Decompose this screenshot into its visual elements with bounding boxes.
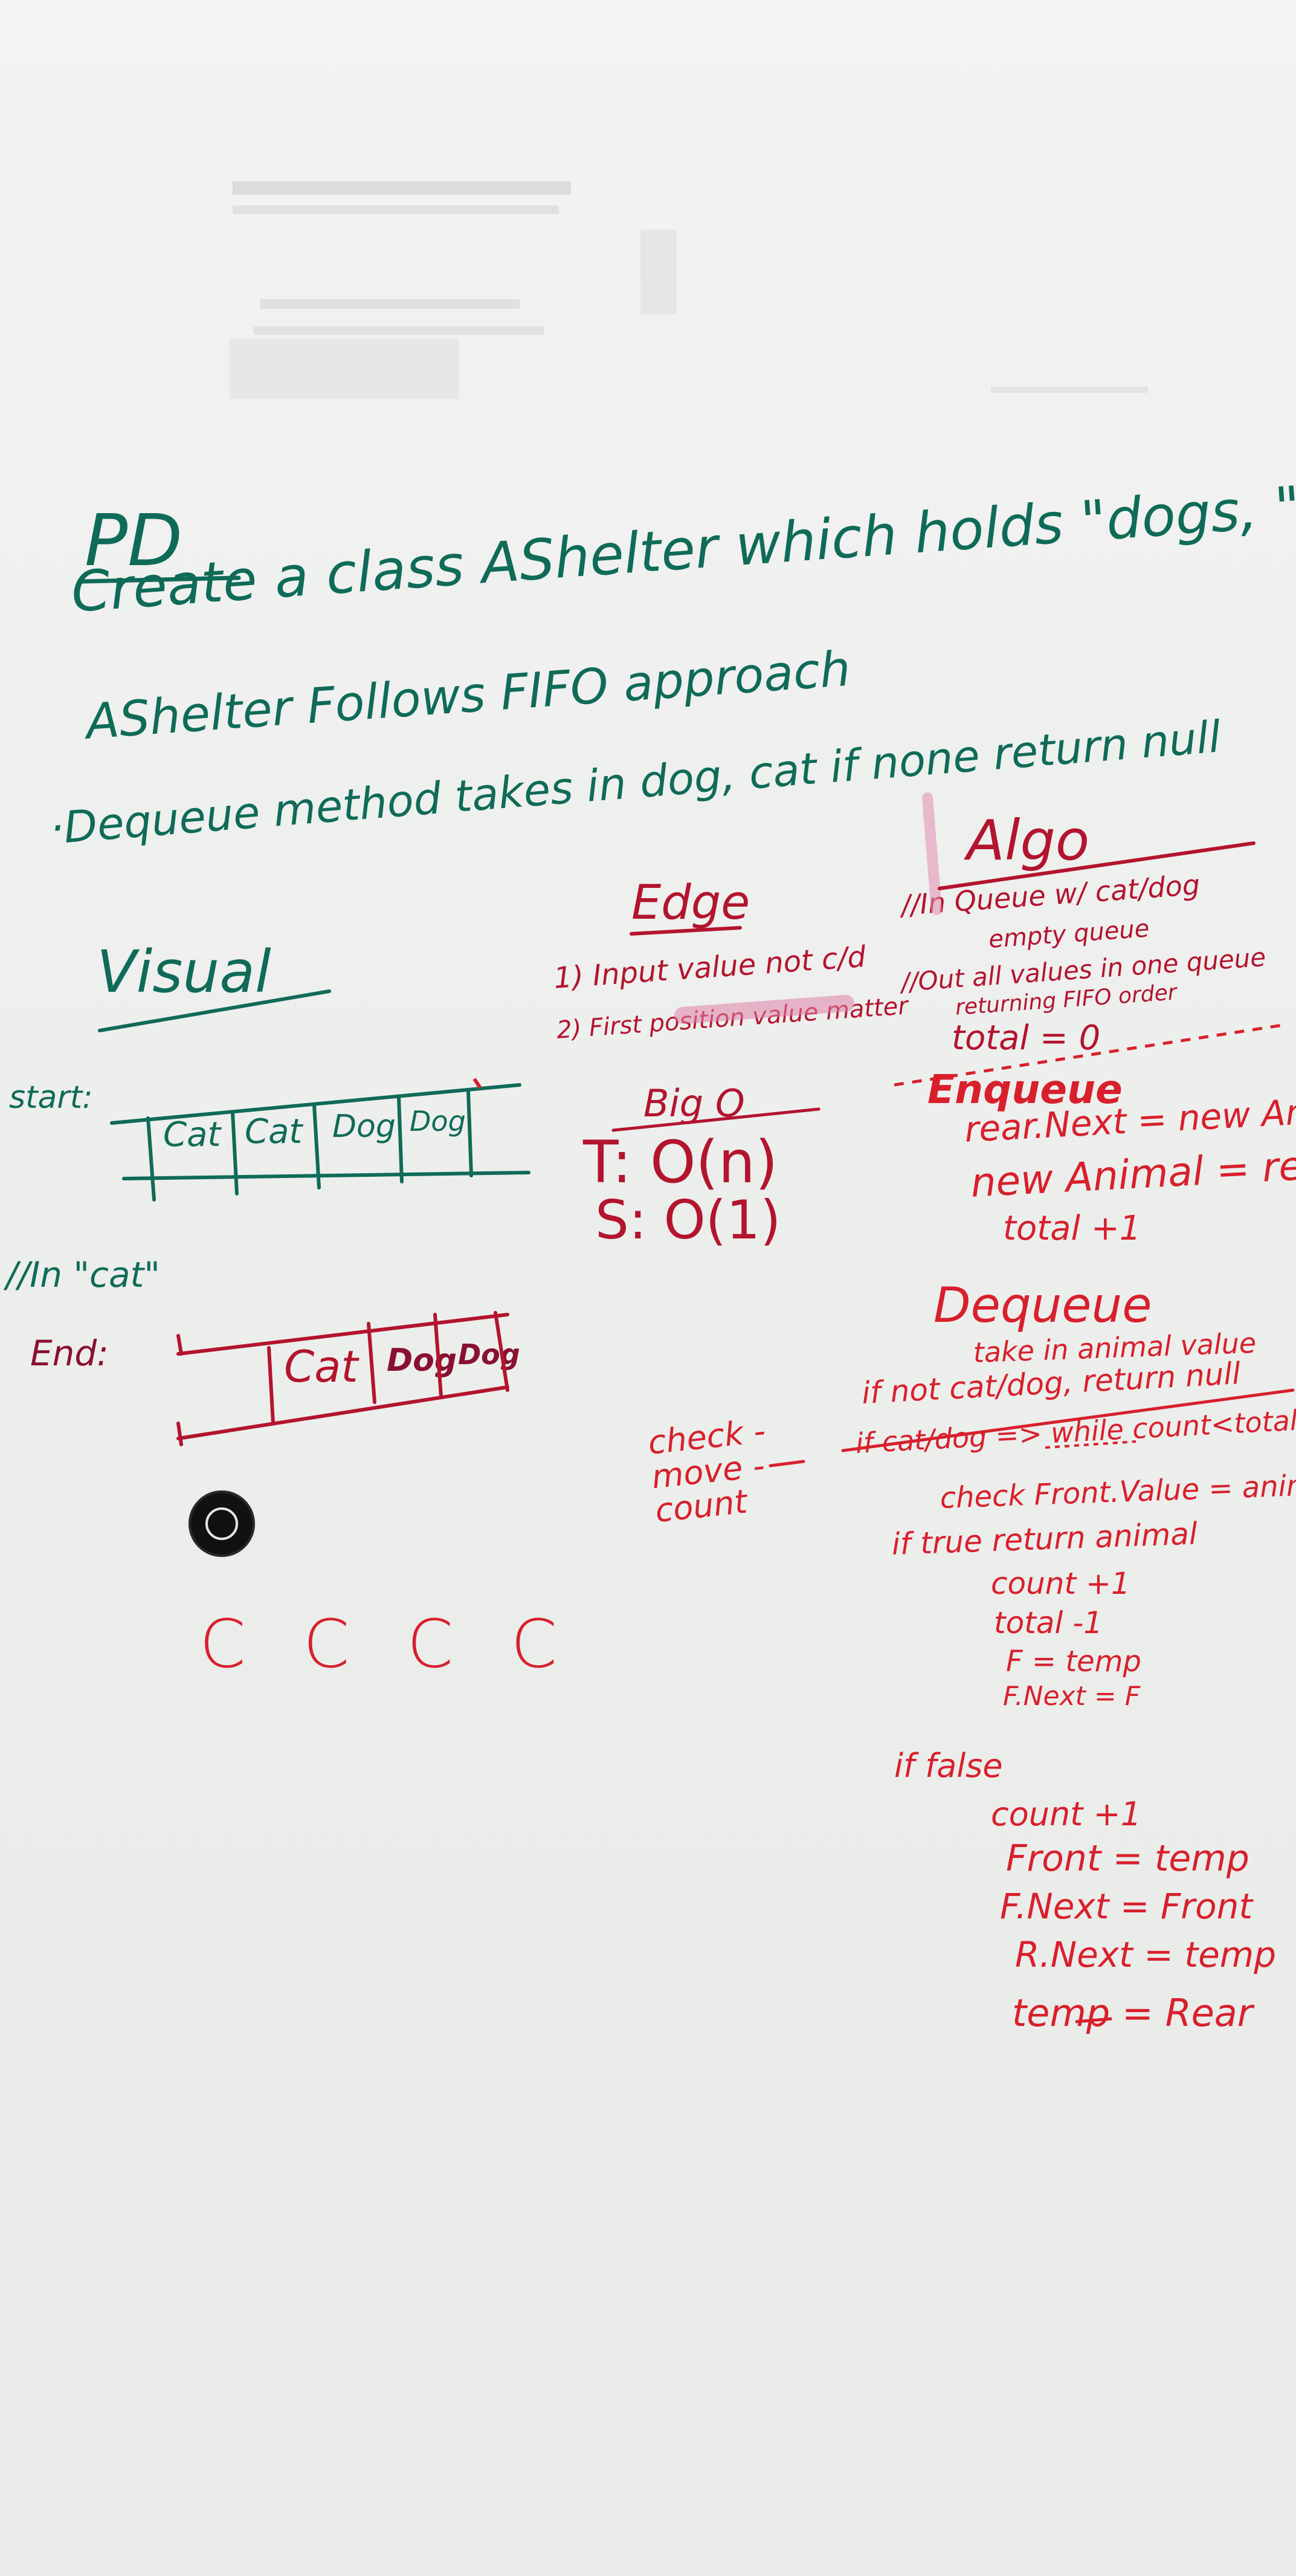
edge-heading: Edge (631, 876, 750, 930)
edge-underline (630, 926, 742, 936)
start-cell-1: Cat (163, 1115, 221, 1154)
dequeue-line-13: F.Next = Front (1000, 1886, 1253, 1927)
ghost-smudge (233, 205, 559, 214)
bigo-underline (611, 1107, 820, 1132)
dequeue-underline (841, 1388, 1295, 1452)
dequeue-line-6: count +1 (991, 1566, 1130, 1601)
dequeue-line-12: Front = temp (1006, 1837, 1249, 1880)
start-cell-2: Cat (245, 1112, 303, 1151)
end-label: End: (30, 1333, 109, 1374)
pd-underline (79, 575, 241, 584)
end-queue-box (176, 1311, 509, 1446)
dequeue-line-14: R.Next = temp (1015, 1934, 1277, 1975)
visual-heading: Visual (97, 938, 271, 1006)
end-cell-1: Cat (284, 1341, 358, 1392)
edge-smear (674, 995, 854, 1024)
dequeue-line-8: F = temp (1006, 1645, 1141, 1678)
dequeue-underline-2 (1045, 1440, 1136, 1449)
enqueue-line-3: total +1 (1003, 1209, 1141, 1248)
dequeue-line-9: F.Next = F (1003, 1681, 1141, 1712)
temp-rear-mark (1075, 2017, 1112, 2024)
algo-total-init: total = 0 (952, 1018, 1101, 1058)
start-mark (472, 1078, 482, 1089)
in-label: //In "cat" (6, 1254, 160, 1295)
dequeue-line-7: total -1 (994, 1605, 1103, 1640)
start-queue-box (110, 1083, 530, 1202)
start-cell-3: Dog (332, 1108, 396, 1145)
dequeue-heading: Dequeue (933, 1277, 1152, 1333)
start-label: start: (9, 1079, 93, 1116)
pd-heading: PD (85, 499, 183, 582)
bigo-space: S: O(1) (595, 1189, 781, 1251)
dequeue-line-15: temp = Rear (1012, 1991, 1253, 2035)
ghost-smudge (254, 326, 544, 335)
algo-divider (922, 792, 942, 915)
start-cell-4: Dog (410, 1105, 466, 1138)
ghost-smudge (260, 299, 520, 309)
dequeue-line-10: if false (894, 1747, 1003, 1785)
end-cell-2: Dog (387, 1342, 457, 1379)
bigo-heading: Big O (643, 1081, 745, 1125)
algo-heading: Algo (967, 808, 1090, 873)
algo-underline (938, 841, 1256, 890)
check-arrow (769, 1460, 805, 1468)
visual-underline (98, 989, 331, 1032)
algo-dashed-divider (894, 1023, 1288, 1087)
ghost-smudge (640, 230, 677, 314)
bigo-time: T: O(n) (583, 1128, 778, 1196)
board-magnet (189, 1490, 255, 1557)
end-cell-3: Dog (458, 1338, 520, 1371)
doodle-c-letters: C C C C (199, 1605, 576, 1683)
ghost-smudge (230, 338, 459, 399)
enqueue-heading: Enqueue (927, 1066, 1123, 1113)
ghost-smudge (991, 387, 1148, 393)
ghost-smudge (233, 181, 571, 195)
dequeue-line-11: count +1 (991, 1795, 1142, 1833)
